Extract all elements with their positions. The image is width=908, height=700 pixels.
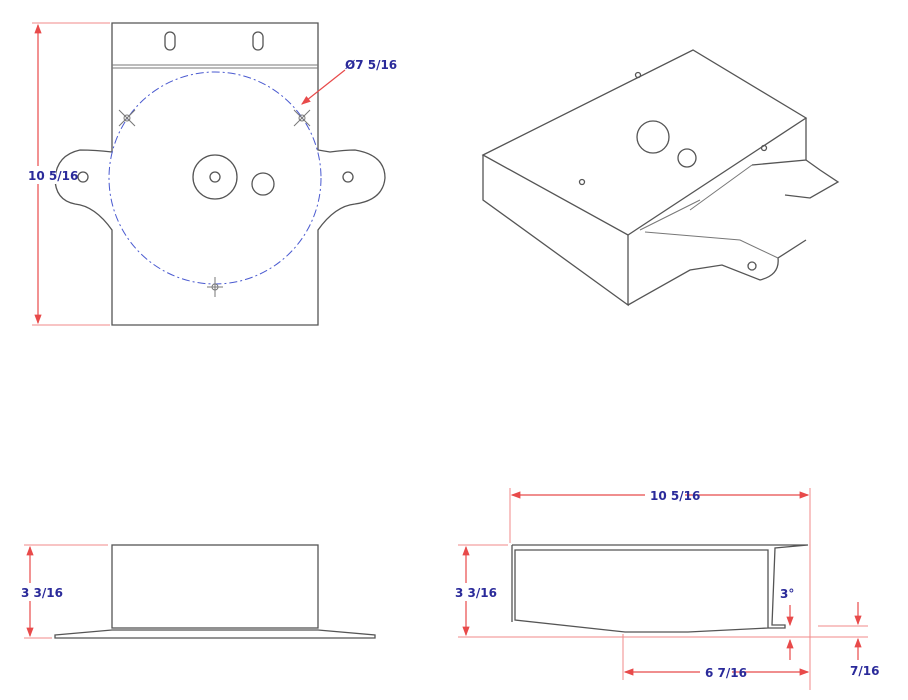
ear-hole bbox=[342, 171, 354, 183]
front-body bbox=[111, 544, 319, 629]
iso-flange-front bbox=[627, 239, 807, 306]
hub-hole bbox=[192, 154, 238, 200]
side-height-label: 3 3/16 bbox=[455, 586, 497, 600]
secondary-hole bbox=[251, 172, 275, 196]
iso-top-face bbox=[481, 49, 808, 236]
side-bottom-label: 6 7/16 bbox=[705, 666, 747, 680]
iso-small-hole bbox=[578, 178, 586, 186]
side-profile bbox=[512, 544, 809, 633]
side-view: 10 5/16 3 3/16 6 7/16 3° 7/16 bbox=[454, 484, 879, 690]
iso-right-face bbox=[751, 118, 807, 166]
iso-hub-hole bbox=[636, 120, 670, 154]
height-label: 10 5/16 bbox=[28, 169, 78, 183]
top-view: 10 5/16 Ø7 5/16 bbox=[26, 22, 397, 326]
flange-label: 7/16 bbox=[850, 664, 879, 678]
front-flange bbox=[54, 629, 376, 639]
mount-hole-marks bbox=[118, 109, 311, 297]
diameter-label: Ø7 5/16 bbox=[345, 58, 397, 72]
iso-secondary-hole bbox=[677, 148, 697, 168]
iso-inner-edges bbox=[639, 164, 779, 259]
top-view-outline bbox=[54, 22, 386, 326]
isometric-view bbox=[481, 49, 840, 307]
slot-hole bbox=[252, 31, 264, 51]
diameter-leader bbox=[301, 69, 346, 105]
iso-flange-back bbox=[784, 159, 840, 199]
iso-small-hole bbox=[760, 144, 768, 152]
side-width-label: 10 5/16 bbox=[650, 489, 700, 503]
ear-hole bbox=[77, 171, 89, 183]
iso-ear-hole bbox=[747, 261, 757, 271]
front-height-label: 3 3/16 bbox=[21, 586, 63, 600]
iso-small-hole bbox=[634, 71, 642, 79]
bolt-circle bbox=[108, 71, 322, 285]
center-hole bbox=[209, 171, 221, 183]
angle-label: 3° bbox=[780, 587, 794, 601]
iso-left-face bbox=[482, 155, 629, 307]
slot-hole bbox=[164, 31, 176, 51]
front-view: 3 3/16 bbox=[20, 544, 376, 639]
